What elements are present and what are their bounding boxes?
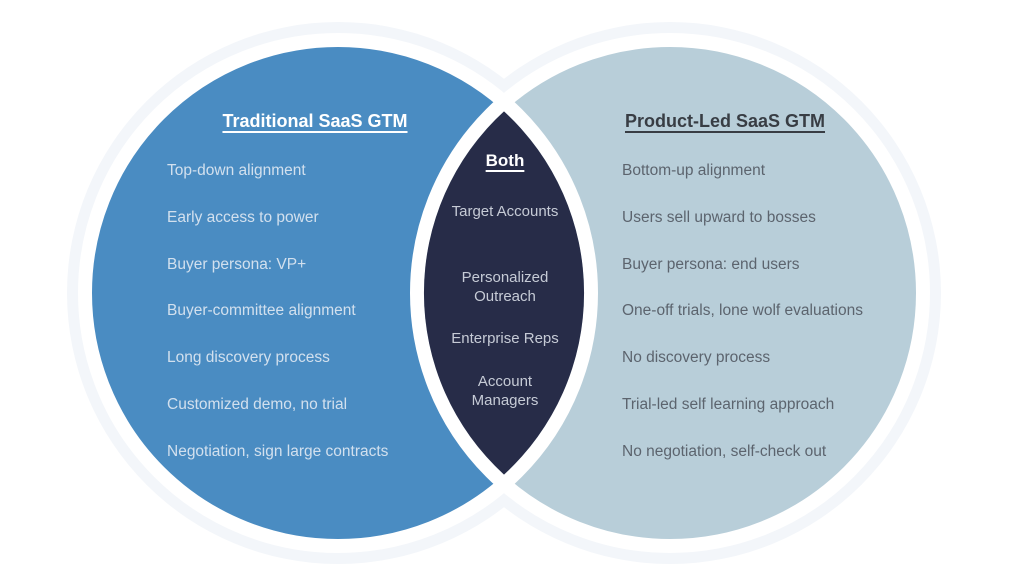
both-item: Personalized Outreach <box>461 269 549 305</box>
left-item: Top-down alignment <box>167 162 306 179</box>
right-item: Trial-led self learning approach <box>622 396 835 413</box>
right-item: Users sell upward to bosses <box>622 209 816 226</box>
both-item: Enterprise Reps <box>451 330 559 347</box>
both-item: Target Accounts <box>451 203 559 220</box>
left-item: Negotiation, sign large contracts <box>167 443 389 460</box>
right-circle-title: Product-Led SaaS GTM <box>624 111 826 131</box>
left-item: Long discovery process <box>167 349 330 366</box>
left-circle-title: Traditional SaaS GTM <box>222 111 408 131</box>
left-item: Buyer persona: VP+ <box>167 256 307 273</box>
both-item: Account Managers <box>471 373 539 409</box>
left-item: Early access to power <box>167 209 319 226</box>
right-item: One-off trials, lone wolf evaluations <box>622 302 863 319</box>
intersection-lens-shape <box>423 111 585 475</box>
right-item: Bottom-up alignment <box>622 162 766 179</box>
right-item: No discovery process <box>622 349 771 366</box>
right-item: Buyer persona: end users <box>622 256 800 273</box>
left-circle-rim <box>78 33 598 553</box>
left-item: Buyer-committee alignment <box>167 302 356 319</box>
left-item: Customized demo, no trial <box>167 396 348 413</box>
right-item: No negotiation, self-check out <box>622 443 827 460</box>
right-circle-rim <box>410 33 930 553</box>
both-title: Both <box>485 151 525 170</box>
